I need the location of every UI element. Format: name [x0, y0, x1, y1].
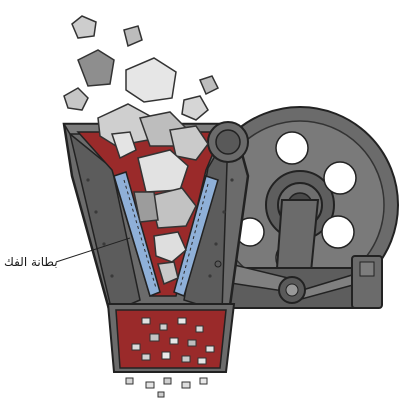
- eccentric-shaft: [207, 121, 249, 163]
- rock-icon: [63, 15, 220, 121]
- jaw-liner-left: [113, 171, 161, 298]
- jaw-liner-callout: بطانة الفك: [4, 237, 131, 269]
- crushed-gravel: [125, 317, 215, 398]
- bolt-icon: [86, 178, 234, 278]
- jaw-liner-right: [173, 175, 219, 298]
- jaw-liner-label: بطانة الفك: [4, 255, 58, 269]
- rocks-in-chamber: [97, 103, 209, 286]
